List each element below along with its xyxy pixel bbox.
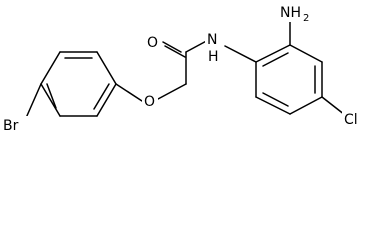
bond xyxy=(96,83,117,117)
bond xyxy=(25,83,42,119)
bond xyxy=(157,83,187,100)
bromine-label: Br xyxy=(3,118,19,134)
bond xyxy=(321,96,346,116)
bond xyxy=(96,51,117,85)
amide-nitrogen-label: N xyxy=(207,32,217,48)
bond xyxy=(255,44,291,63)
molecule-structure: Br O O N H NH 2 Cl xyxy=(3,5,358,134)
aromatic-double-bond xyxy=(262,92,289,107)
bond xyxy=(224,45,257,63)
amino-subscript-label: 2 xyxy=(303,13,309,24)
amino-group-label: NH xyxy=(280,5,301,21)
bond xyxy=(289,96,323,115)
chlorine-label: Cl xyxy=(344,112,358,128)
carbonyl-oxygen-label: O xyxy=(147,35,158,51)
carbonyl-double-bond xyxy=(164,45,186,58)
bromophenyl-ring xyxy=(40,51,117,117)
carbonyl-double-bond xyxy=(162,41,182,53)
aromatic-double-bond xyxy=(46,83,57,109)
aminochlorophenyl-ring xyxy=(255,44,323,115)
amide-hydrogen-label: H xyxy=(208,49,219,65)
bond xyxy=(289,44,323,63)
bond xyxy=(40,83,61,117)
aromatic-double-bond xyxy=(93,83,110,110)
bond xyxy=(40,51,61,85)
ether-oxygen-label: O xyxy=(144,94,155,110)
aromatic-double-bond xyxy=(262,52,289,67)
bond xyxy=(255,96,291,115)
bond xyxy=(115,83,143,102)
